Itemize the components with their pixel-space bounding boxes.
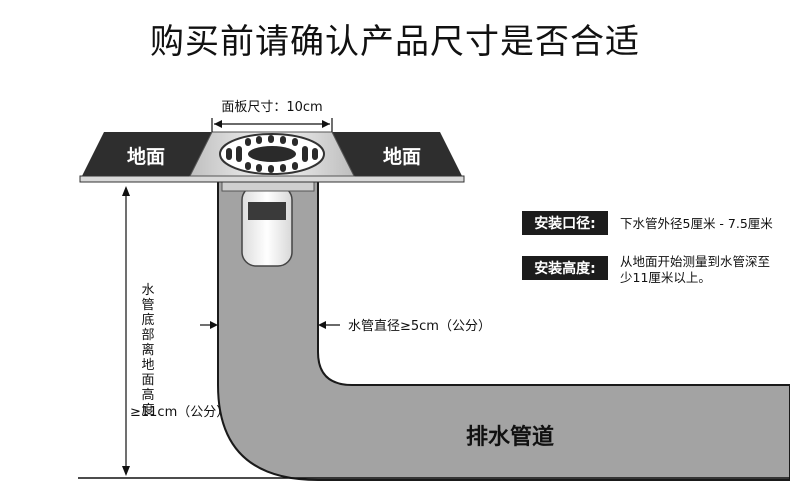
depth-char: 水 bbox=[141, 283, 154, 298]
floor-line bbox=[79, 175, 465, 183]
floor-left-label: 地面 bbox=[127, 145, 165, 168]
depth-char: 度 bbox=[141, 402, 154, 418]
panel-size-arrow bbox=[211, 118, 333, 132]
panel-size-label: 面板尺寸：10cm bbox=[221, 100, 322, 115]
trap-seal bbox=[248, 202, 286, 220]
install-height-text-line: 少11厘米以上。 bbox=[620, 270, 711, 285]
depth-char: 部 bbox=[141, 328, 154, 343]
depth-arrow bbox=[122, 186, 130, 476]
install-tag-bg bbox=[522, 256, 608, 280]
depth-label: 水 管 底 部 离 地 面 高 度 ≥11cm（公分） bbox=[141, 283, 154, 418]
pipe-diameter-label: 水管直径≥5cm（公分） bbox=[348, 319, 491, 334]
depth-char: 管 bbox=[141, 298, 154, 313]
install-tag-bg bbox=[522, 211, 608, 235]
trap-cup bbox=[241, 185, 293, 267]
floor-right-label: 地面 bbox=[383, 145, 421, 168]
depth-char: 高 bbox=[141, 387, 154, 403]
install-diameter-tag: 安装口径: bbox=[534, 215, 596, 232]
install-height-text-line: 从地面开始测量到水管深至 bbox=[620, 254, 770, 269]
pipe-name-label: 排水管道 bbox=[466, 424, 554, 450]
floor-left bbox=[82, 132, 214, 176]
depth-char: 底 bbox=[141, 312, 154, 328]
depth-char: 地 bbox=[141, 358, 154, 373]
grate-slots bbox=[226, 135, 318, 173]
pipe-diameter-arrows bbox=[200, 321, 340, 329]
install-diameter-text: 下水管外径5厘米 - 7.5厘米 bbox=[620, 216, 773, 231]
depth-char: 面 bbox=[141, 373, 154, 388]
floor-right bbox=[330, 132, 462, 176]
install-height-tag: 安装高度: bbox=[534, 260, 596, 277]
grate-center bbox=[248, 146, 296, 162]
depth-value-label: ≥11cm（公分） bbox=[130, 405, 229, 420]
drain-pipe bbox=[217, 179, 790, 481]
depth-char: 离 bbox=[141, 342, 154, 358]
page-title: 购买前请确认产品尺寸是否合适 bbox=[150, 22, 640, 62]
